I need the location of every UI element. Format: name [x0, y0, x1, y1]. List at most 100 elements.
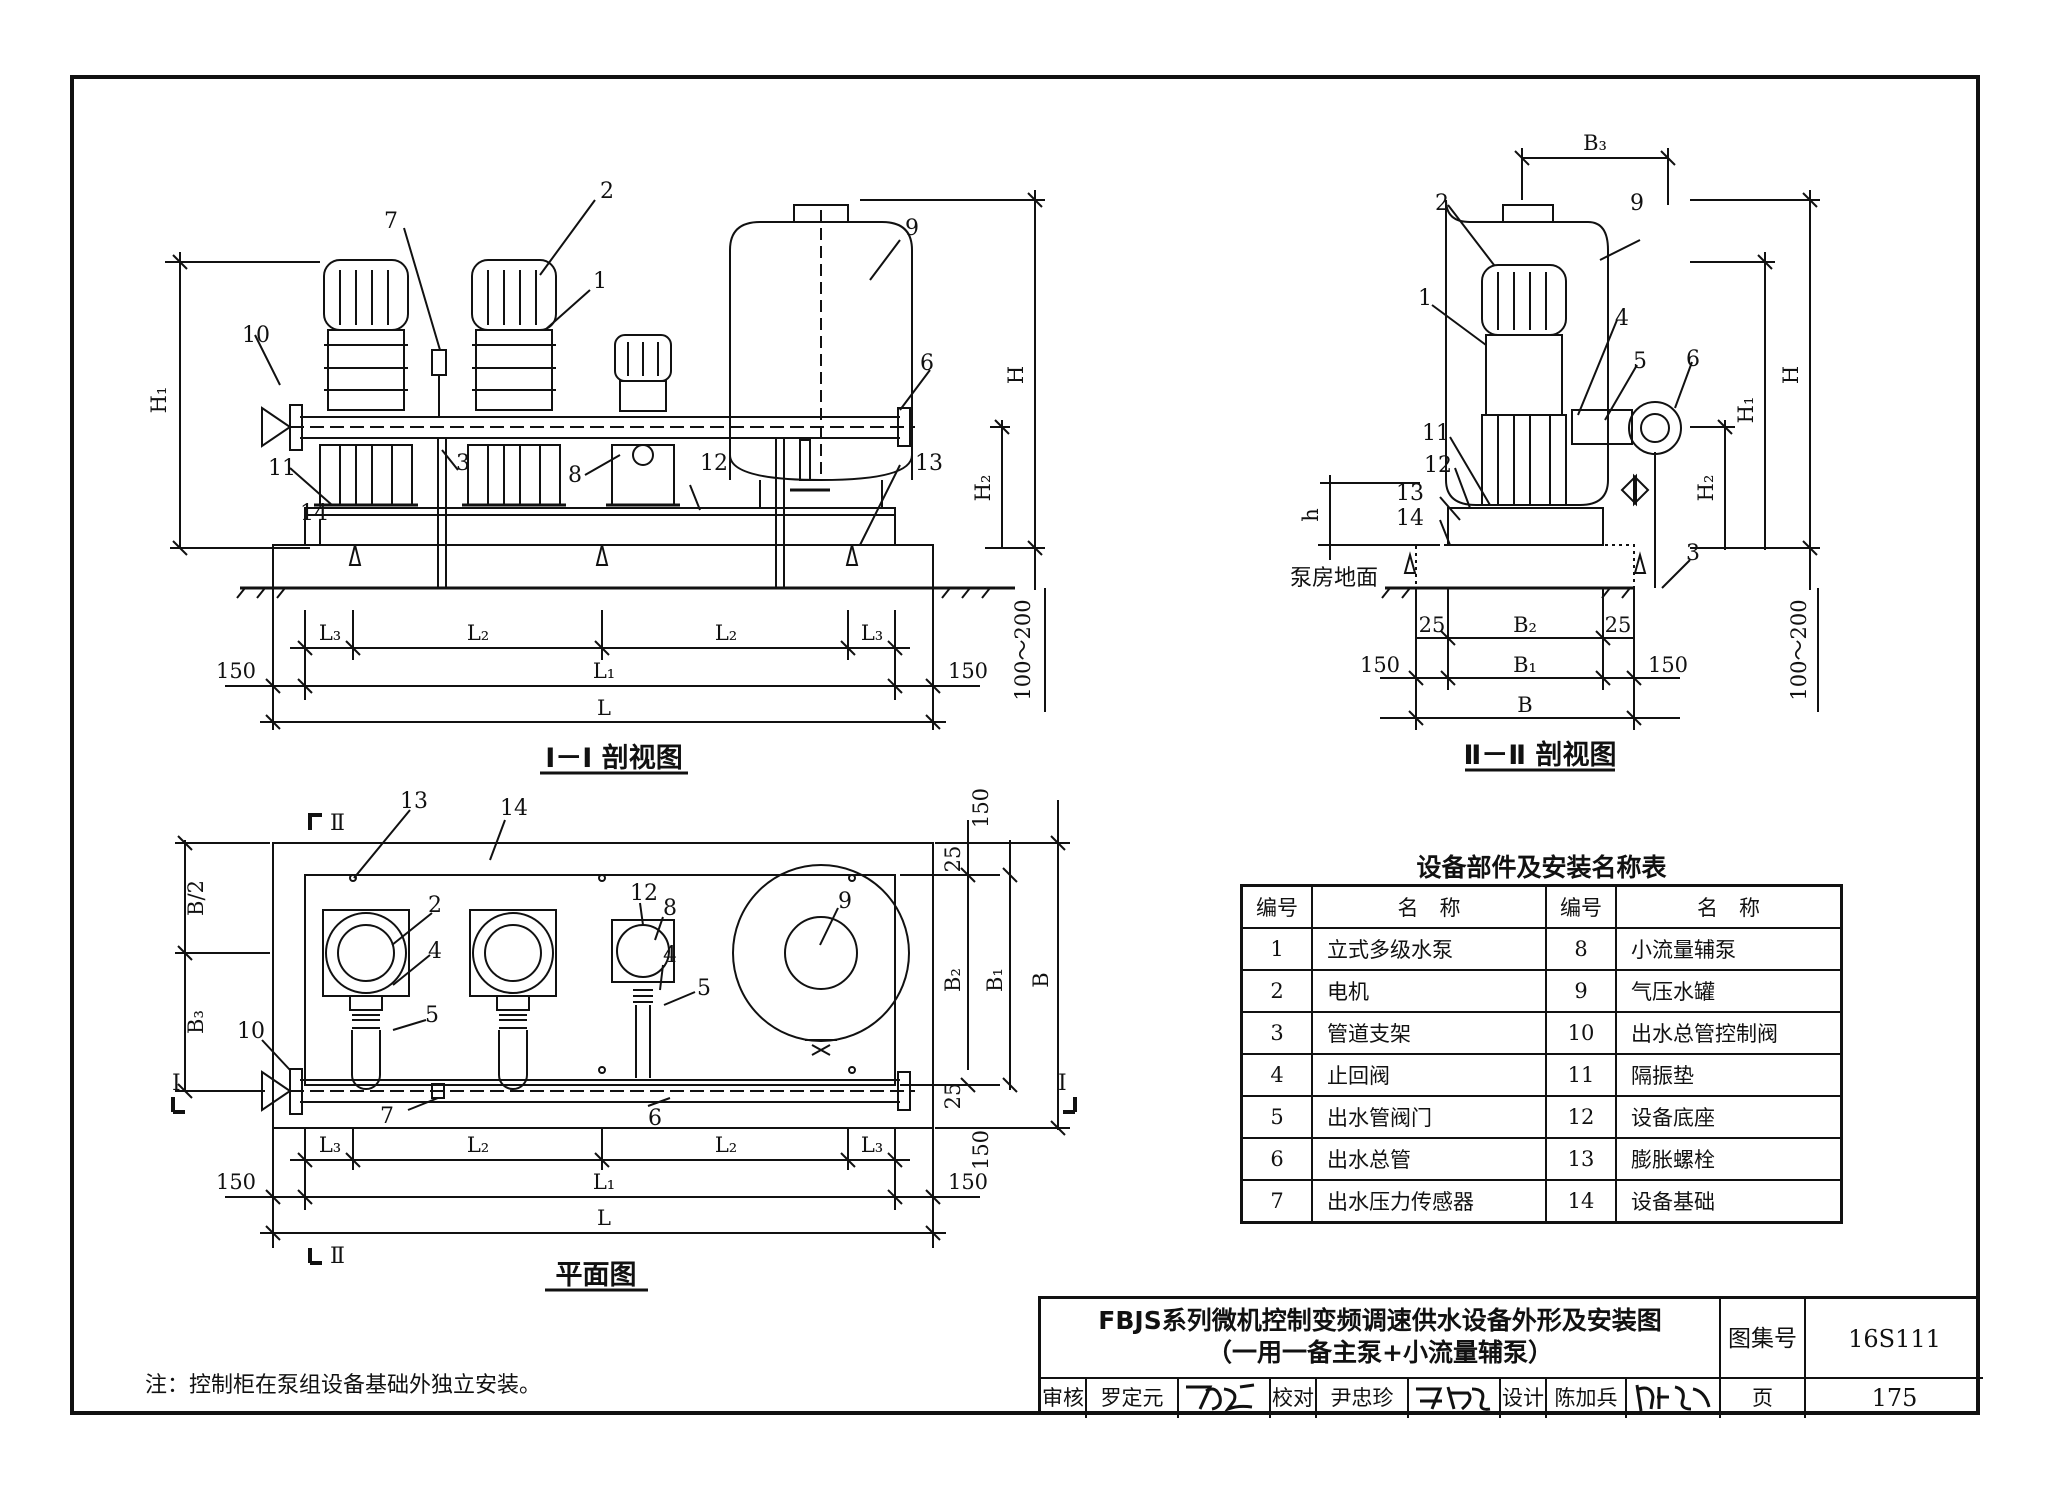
callout-5b-plan: 5	[697, 976, 711, 1001]
dim-150-f: 150	[948, 1170, 988, 1194]
dim-150-e: 150	[216, 1170, 256, 1194]
callout-6-sec2: 6	[1686, 347, 1700, 372]
drawing-title-line1: FBJS系列微机控制变频调速供水设备外形及安装图	[1098, 1306, 1662, 1335]
part-name: 隔振垫	[1615, 1053, 1843, 1097]
plan-title: 平面图	[556, 1260, 637, 1291]
dim-100-200-a: 100～200	[1011, 599, 1035, 700]
dim-150-c: 150	[1360, 653, 1400, 677]
table-row: 2 电机 9 气压水罐	[1240, 969, 1843, 1013]
header-no-right: 编号	[1545, 884, 1617, 929]
part-no: 13	[1545, 1137, 1617, 1181]
table-row: 1 立式多级水泵 8 小流量辅泵	[1240, 927, 1843, 971]
title-block: FBJS系列微机控制变频调速供水设备外形及安装图 （一用一备主泵+小流量辅泵） …	[1038, 1296, 1983, 1418]
dim-b-half: B/2	[184, 880, 208, 916]
page-label: 页	[1721, 1379, 1806, 1418]
dim-25-b: 25	[1605, 613, 1632, 637]
callout-1-sec2: 1	[1418, 286, 1432, 311]
dim-b1-a: B₁	[1513, 653, 1537, 677]
dim-l3-d: L₃	[861, 1133, 883, 1157]
callout-1-sec1: 1	[593, 269, 607, 294]
callout-6-sec1: 6	[920, 351, 934, 376]
dim-150-h: 150	[969, 1130, 993, 1170]
dim-h-a: H	[1004, 366, 1028, 384]
dim-b1-b: B₁	[983, 968, 1007, 992]
part-no: 3	[1240, 1011, 1313, 1055]
dim-l2-a: L₂	[467, 621, 489, 645]
part-name: 出水总管	[1311, 1137, 1547, 1181]
part-no: 5	[1240, 1095, 1313, 1139]
part-name: 管道支架	[1311, 1011, 1547, 1055]
design-label: 设计	[1501, 1379, 1547, 1418]
dim-l-b: L	[597, 1206, 611, 1230]
part-no: 14	[1545, 1179, 1617, 1224]
callout-10-plan: 10	[237, 1019, 265, 1044]
callout-12-sec2: 12	[1424, 453, 1452, 478]
section-mark-i-left: Ⅰ	[172, 1071, 181, 1096]
parts-table: 编号 名 称 编号 名 称 1 立式多级水泵 8 小流量辅泵 2 电机 9 气压…	[1240, 884, 1843, 1224]
dim-25-a: 25	[1419, 613, 1446, 637]
dim-l-a: L	[597, 696, 611, 720]
pressure-tank	[729, 204, 913, 508]
dim-h2-b: H₂	[1694, 475, 1718, 502]
header-name-left: 名 称	[1311, 884, 1547, 929]
table-row: 5 出水管阀门 12 设备底座	[1240, 1095, 1843, 1139]
callout-14-plan: 14	[500, 796, 528, 821]
part-name: 设备基础	[1615, 1179, 1843, 1224]
part-no: 2	[1240, 969, 1313, 1013]
callout-8-plan: 8	[663, 896, 677, 921]
callout-7-sec1: 7	[384, 209, 398, 234]
auxiliary-pump	[606, 334, 680, 507]
dim-150-d: 150	[1648, 653, 1688, 677]
dim-b-a: B	[1517, 693, 1532, 717]
designer-signature-mark	[1635, 1384, 1711, 1412]
part-no: 12	[1545, 1095, 1617, 1139]
callout-4-sec2: 4	[1615, 306, 1629, 331]
section-1-view	[165, 190, 1046, 775]
designer-signature	[1627, 1379, 1721, 1418]
section-mark-ii-top: Ⅱ	[330, 811, 345, 836]
dim-h-small: h	[1299, 508, 1323, 522]
review-label: 审核	[1041, 1379, 1087, 1418]
part-name: 电机	[1311, 969, 1547, 1013]
dim-h1-a: H₁	[147, 387, 171, 414]
parts-table-title: 设备部件及安装名称表	[1416, 853, 1667, 882]
callout-4b-plan: 4	[663, 943, 677, 968]
discharge-header	[261, 404, 915, 451]
callout-8-sec1: 8	[568, 463, 582, 488]
table-row: 6 出水总管 13 膨胀螺栓	[1240, 1137, 1843, 1181]
drawing-title: FBJS系列微机控制变频调速供水设备外形及安装图 （一用一备主泵+小流量辅泵）	[1041, 1299, 1721, 1379]
section-mark-i-right: Ⅰ	[1058, 1071, 1067, 1096]
part-name: 出水管阀门	[1311, 1095, 1547, 1139]
dim-l3-b: L₃	[861, 621, 883, 645]
header-no-left: 编号	[1240, 884, 1313, 929]
section-mark-ii-bottom: Ⅱ	[330, 1244, 345, 1269]
callout-6-plan: 6	[648, 1106, 662, 1131]
dim-h1-b: H₁	[1734, 397, 1758, 424]
floor-label: 泵房地面	[1290, 566, 1378, 591]
callout-9-sec1: 9	[905, 216, 919, 241]
callout-2-sec2: 2	[1435, 191, 1449, 216]
main-pump-1	[314, 259, 418, 507]
plan-view	[171, 800, 1077, 1292]
part-name: 立式多级水泵	[1311, 927, 1547, 971]
part-name: 出水压力传感器	[1311, 1179, 1547, 1224]
callout-12-plan: 12	[630, 881, 658, 906]
reviewer-signature-mark	[1186, 1383, 1255, 1413]
dim-l2-b: L₂	[715, 621, 737, 645]
drawing-note: 注：控制柜在泵组设备基础外独立安装。	[145, 1373, 542, 1398]
equipment-base	[304, 507, 896, 546]
callout-9-plan: 9	[838, 889, 852, 914]
header-name-right: 名 称	[1615, 884, 1843, 929]
section-2-title: Ⅱ－Ⅱ 剖视图	[1464, 739, 1617, 771]
equipment-base-2	[1447, 507, 1604, 546]
drawing-title-line2: （一用一备主泵+小流量辅泵）	[1207, 1338, 1553, 1367]
dim-25-c: 25	[941, 846, 965, 873]
part-name: 小流量辅泵	[1615, 927, 1843, 971]
dim-l1-b: L₁	[593, 1170, 615, 1194]
part-name: 出水总管控制阀	[1615, 1011, 1843, 1055]
pressure-sensor	[431, 349, 447, 417]
part-no: 1	[1240, 927, 1313, 971]
dim-b2-a: B₂	[1513, 613, 1537, 637]
dim-b3-a: B₃	[1583, 131, 1607, 155]
